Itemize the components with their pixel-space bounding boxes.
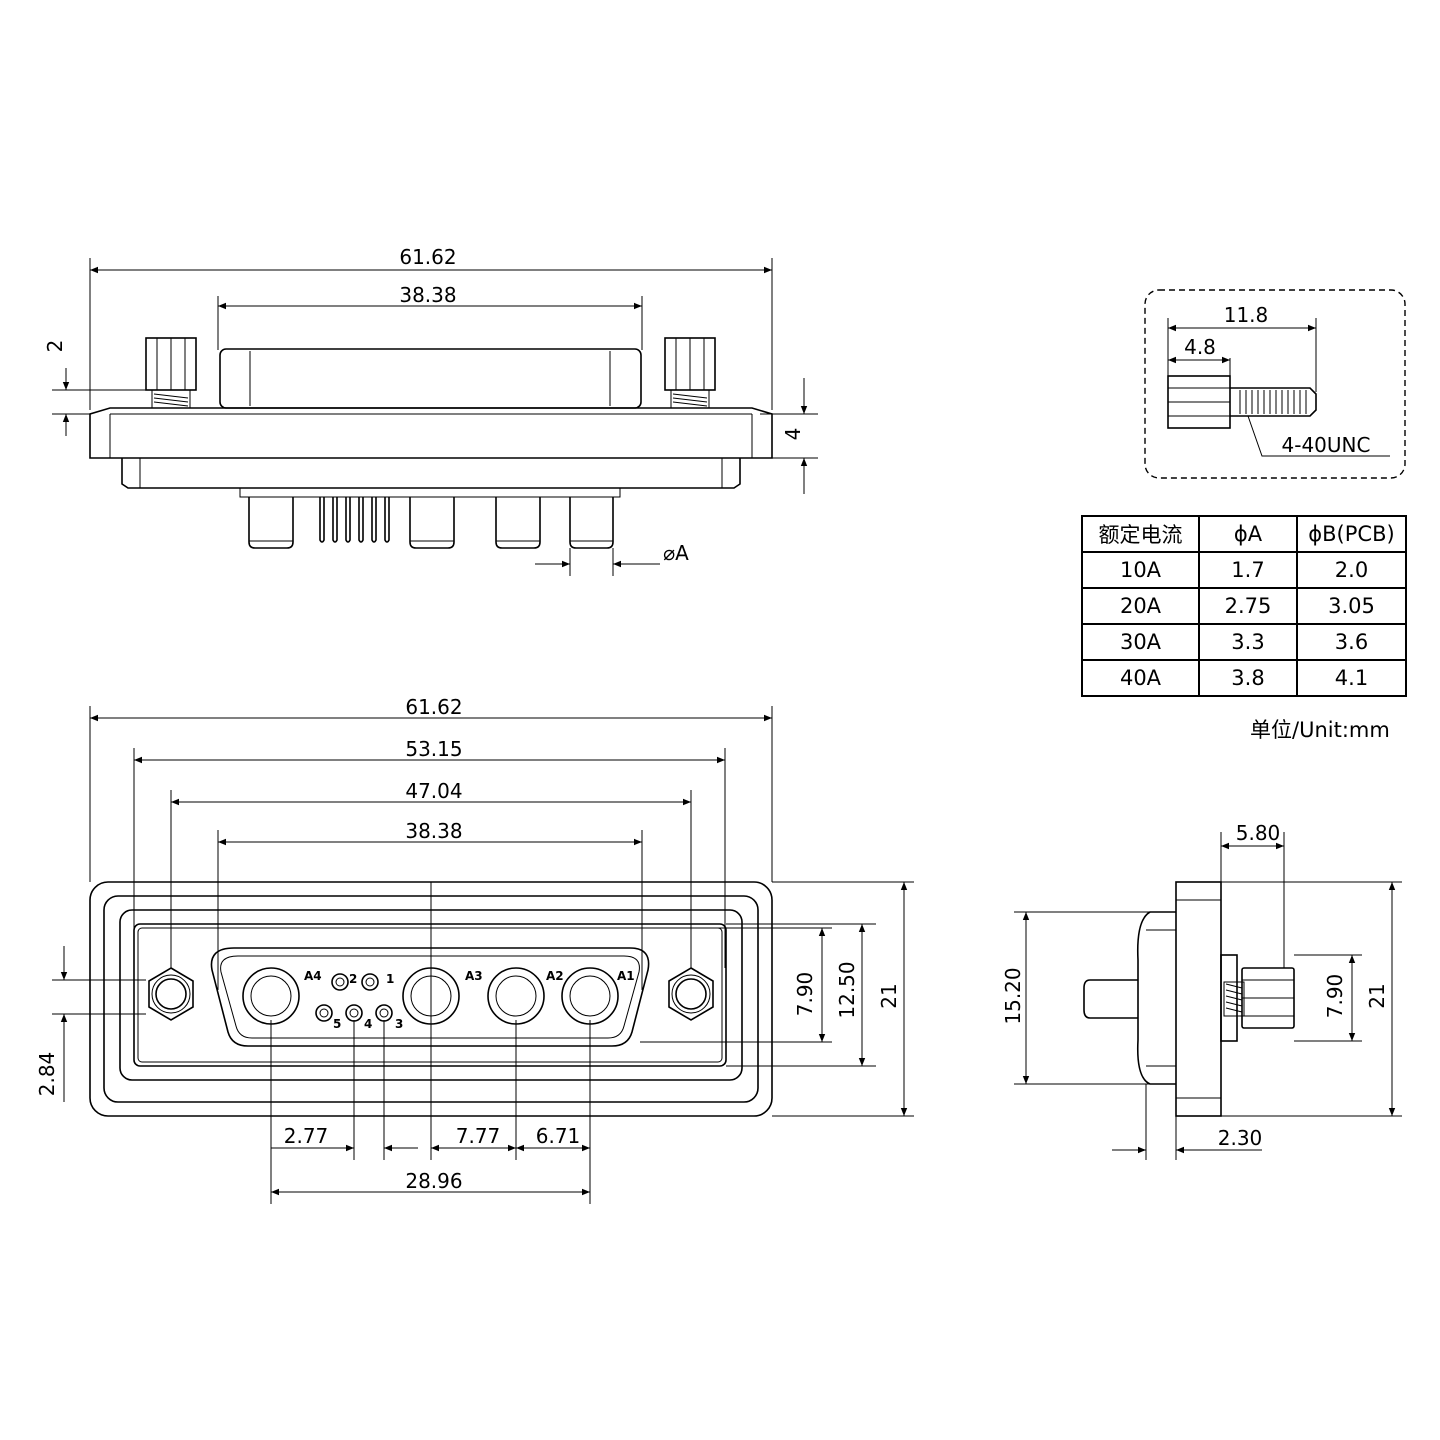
- dim-screw-length: 11.8: [1224, 303, 1269, 327]
- dim-side-5-80: 5.80: [1236, 821, 1281, 845]
- front-view: 61.62 53.15 47.04 38.38: [35, 695, 914, 1204]
- dim-top-shell: 38.38: [399, 283, 456, 307]
- table-cell: 20A: [1081, 587, 1200, 625]
- dim-pitch-6-71: 6.71: [536, 1124, 581, 1148]
- side-body: [1136, 911, 1176, 1085]
- flange-top: [89, 407, 773, 459]
- screw-detail: 11.8 4.8 4-40UNC: [1144, 289, 1406, 479]
- pin-label-a1: A1: [617, 969, 635, 983]
- header-phi-a: ϕA: [1198, 515, 1298, 553]
- table-cell: 3.6: [1296, 623, 1407, 661]
- side-pin: [1083, 979, 1138, 1019]
- header-rated-current: 额定电流: [1081, 515, 1200, 553]
- dim-height-7-90: 7.90: [793, 972, 817, 1017]
- left-screw-top: [145, 337, 197, 409]
- table-cell: 1.7: [1198, 551, 1298, 589]
- dim-front-shell: 38.38: [405, 819, 462, 843]
- pin-label-5: 5: [333, 1017, 341, 1031]
- dim-screw-height: 2: [43, 340, 67, 353]
- spec-table: 额定电流 ϕA ϕB(PCB) 10A 1.7 2.0 20A 2.75 3.0…: [1081, 515, 1407, 697]
- dim-side-2-30: 2.30: [1218, 1126, 1263, 1150]
- pin-label-3: 3: [395, 1017, 403, 1031]
- thread-spec: 4-40UNC: [1282, 433, 1371, 457]
- table-cell: 2.0: [1296, 551, 1407, 589]
- table-row: 30A 3.3 3.6: [1081, 623, 1407, 661]
- d-shell-top: [219, 348, 642, 409]
- dim-height-21: 21: [877, 983, 901, 1008]
- signal-contacts: [315, 973, 393, 1022]
- table-header-row: 额定电流 ϕA ϕB(PCB): [1081, 515, 1407, 553]
- dim-pitch-2-77: 2.77: [284, 1124, 329, 1148]
- pin-label-2: 2: [349, 972, 357, 986]
- pin-label-a3: A3: [465, 969, 483, 983]
- dim-height-12-50: 12.50: [835, 961, 859, 1018]
- dim-side-15-20: 15.20: [1001, 967, 1025, 1024]
- body-top: [121, 458, 741, 489]
- dim-side-7-90: 7.90: [1323, 974, 1347, 1019]
- table-cell: 10A: [1081, 551, 1200, 589]
- table-cell: 4.1: [1296, 659, 1407, 697]
- detail-screw-thread: [1230, 387, 1317, 417]
- table-row: 40A 3.8 4.1: [1081, 659, 1407, 697]
- right-screw-top: [664, 337, 716, 409]
- side-flange: [1175, 881, 1222, 1117]
- dim-front-overall: 61.62: [405, 695, 462, 719]
- table-row: 10A 1.7 2.0: [1081, 551, 1407, 589]
- side-view: 5.80 15.20 7.90 21 2.30: [1001, 821, 1402, 1160]
- dim-screw-head: 4.8: [1184, 335, 1216, 359]
- top-view: 61.62 38.38: [43, 245, 818, 576]
- dim-top-overall: 61.62: [399, 245, 456, 269]
- table-cell: 40A: [1081, 659, 1200, 697]
- pin-label-1: 1: [386, 972, 394, 986]
- right-mounting-hole: [668, 967, 714, 1021]
- pins-top: [248, 497, 614, 549]
- detail-dashed-box: [1144, 289, 1406, 479]
- header-phi-b: ϕB(PCB): [1296, 515, 1407, 553]
- table-row: 20A 2.75 3.05: [1081, 587, 1407, 625]
- table-cell: 3.3: [1198, 623, 1298, 661]
- table-cell: 2.75: [1198, 587, 1298, 625]
- table-cell: 30A: [1081, 623, 1200, 661]
- dim-pitch-7-77: 7.77: [456, 1124, 501, 1148]
- dim-hole-spacing: 47.04: [405, 779, 462, 803]
- dim-side-21: 21: [1365, 983, 1389, 1008]
- pin-label-a4: A4: [304, 969, 322, 983]
- dim-flange-thickness: 4: [781, 428, 805, 441]
- unit-note: 单位/Unit:mm: [1250, 718, 1390, 742]
- table-cell: 3.8: [1198, 659, 1298, 697]
- dim-pin-diameter: ⌀A: [663, 541, 689, 565]
- dim-offset-2-84: 2.84: [35, 1052, 59, 1097]
- dim-front-outer: 53.15: [405, 737, 462, 761]
- d-cavity: [210, 947, 650, 1047]
- dim-span-28-96: 28.96: [405, 1169, 462, 1193]
- pin-label-4: 4: [364, 1017, 372, 1031]
- table-cell: 3.05: [1296, 587, 1407, 625]
- pin-label-a2: A2: [546, 969, 564, 983]
- left-mounting-hole: [148, 967, 194, 1021]
